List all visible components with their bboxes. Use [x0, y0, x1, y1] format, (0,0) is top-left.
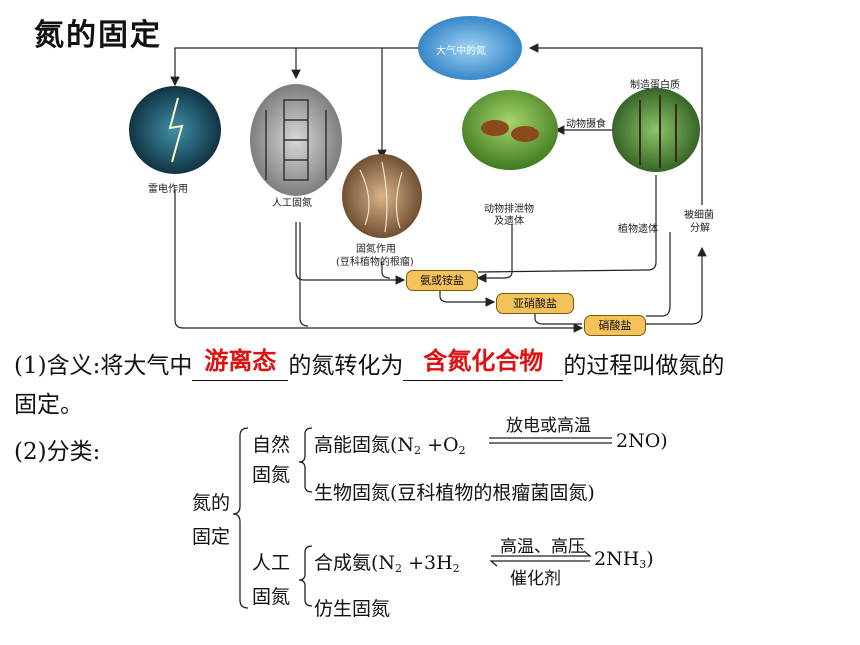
- ammonia-salt-box: 氨或铵盐: [406, 270, 478, 291]
- cattle-pasture-image: [462, 90, 558, 170]
- ammonia-synthesis: 合成氨(N2 +3H2: [314, 548, 460, 575]
- answer-free-state: 游离态: [204, 347, 277, 375]
- high-energy-product: 2NO): [616, 430, 668, 452]
- definition-suffix: 的过程叫做氮的: [563, 353, 725, 379]
- biological-fixation-label: 固氮作用: [356, 244, 396, 255]
- high-energy-fixation: 高能固氮(N2 +O2: [314, 430, 466, 457]
- ammonia-product: 2NH3): [594, 548, 654, 571]
- industrial-fixation-label: 人工固氮: [272, 198, 312, 209]
- discharge-condition: 放电或高温: [506, 416, 591, 436]
- plus-h-text: +3H: [402, 552, 453, 574]
- plant-remains-label: 植物遗体: [618, 224, 658, 235]
- natural-label-line1: 自然: [252, 434, 291, 456]
- artificial-label-line1: 人工: [252, 552, 291, 574]
- decompose-label: 分解: [690, 223, 710, 234]
- nitrogen-cycle-diagram: [129, 16, 707, 333]
- root-label-line2: 固定: [192, 526, 231, 548]
- definition-continuation: 固定。: [14, 392, 83, 418]
- artificial-label-line2: 固氮: [252, 586, 291, 608]
- answer-blank-2: 含氮化合物: [403, 345, 564, 381]
- nh-text: 2NH: [594, 548, 640, 570]
- subscript-3: 3: [639, 558, 647, 571]
- make-protein-label: 制造蛋白质: [630, 80, 680, 91]
- lightning-image: [129, 86, 221, 174]
- legume-root-label: (豆科植物的根瘤): [336, 257, 414, 268]
- subscript-2: 2: [452, 562, 460, 575]
- atmosphere-image: [418, 16, 522, 80]
- subscript-2: 2: [458, 444, 466, 457]
- bacteria-label: 被细菌: [684, 210, 714, 221]
- catalyst-condition: 催化剂: [510, 569, 561, 589]
- nitrite-box: 亚硝酸盐: [496, 293, 574, 314]
- classification-heading: (2)分类:: [14, 439, 101, 465]
- close-paren: ): [646, 548, 654, 570]
- root-label-line1: 氮的: [192, 492, 231, 514]
- lightning-label: 雷电作用: [148, 184, 188, 195]
- biological-fixation-text: 生物固氮(豆科植物的根瘤菌固氮): [314, 482, 595, 504]
- definition-prefix: (1)含义:将大气中: [14, 353, 193, 379]
- answer-blank-1: 游离态: [192, 345, 289, 381]
- definition-middle: 的氮转化为: [288, 353, 404, 379]
- subscript-2: 2: [414, 444, 422, 457]
- animal-excretion-label: 动物排泄物: [484, 204, 534, 215]
- synthesis-text: 合成氨(N: [314, 552, 396, 574]
- natural-label-line2: 固氮: [252, 464, 291, 486]
- pressure-condition: 高温、高压: [500, 537, 585, 557]
- forest-image: [612, 88, 700, 172]
- animal-remains-label: 及遗体: [494, 216, 524, 227]
- high-energy-text: 高能固氮(N: [314, 434, 415, 456]
- subscript-2: 2: [395, 562, 403, 575]
- nitrate-box: 硝酸盐: [584, 315, 646, 336]
- biomimetic-fixation-text: 仿生固氮: [314, 598, 391, 620]
- answer-nitrogen-compound: 含氮化合物: [423, 347, 544, 375]
- animal-eating-label: 动物摄食: [566, 119, 606, 130]
- page-title: 氮的固定: [34, 18, 162, 53]
- plus-o-text: +O: [421, 434, 459, 456]
- definition-line: (1)含义:将大气中游离态的氮转化为含氮化合物的过程叫做氮的: [14, 345, 724, 381]
- atmosphere-label: 大气中的氮: [436, 46, 486, 57]
